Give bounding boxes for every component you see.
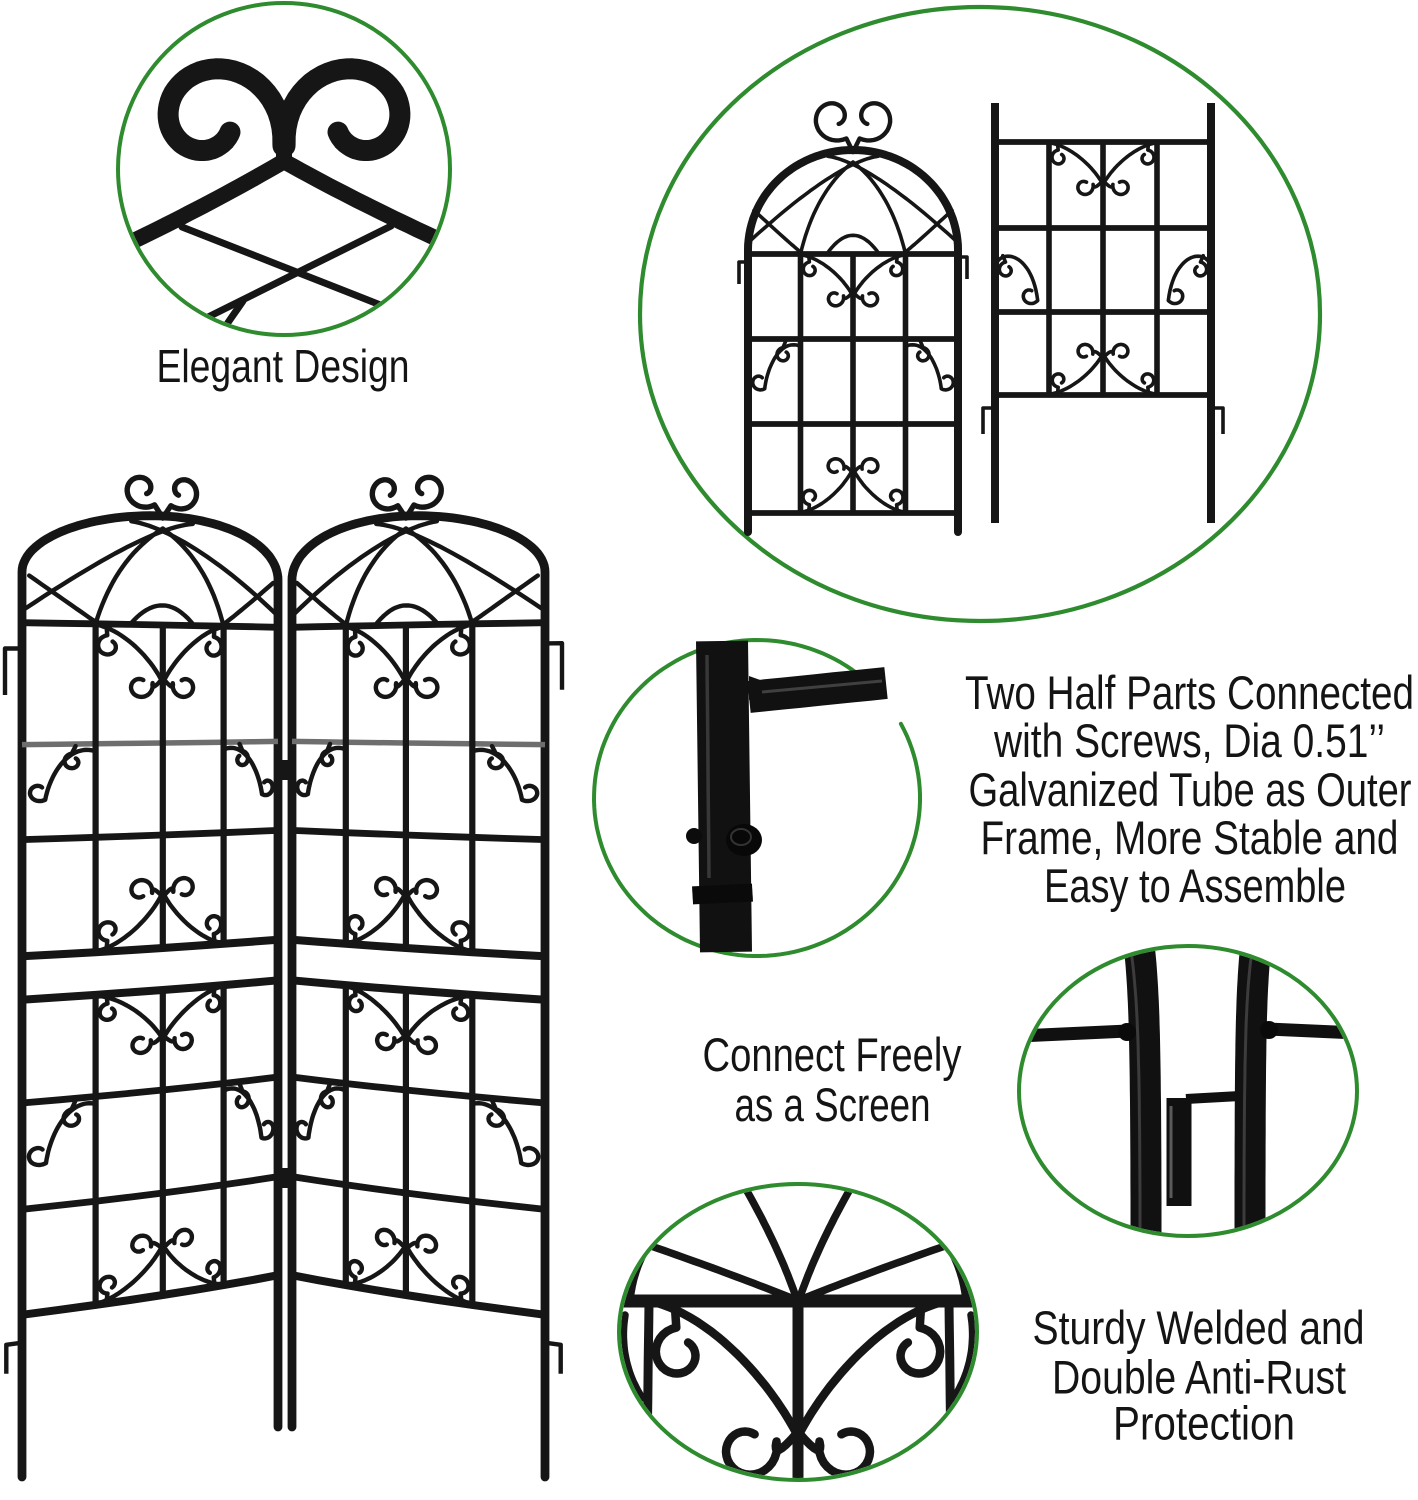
svg-text:Frame, More Stable and: Frame, More Stable and — [981, 811, 1399, 864]
svg-text:Sturdy Welded and: Sturdy Welded and — [1033, 1301, 1365, 1354]
svg-text:Easy to Assemble: Easy to Assemble — [1044, 859, 1346, 912]
svg-text:Two Half Parts Connected: Two Half Parts Connected — [965, 666, 1414, 719]
svg-text:Elegant Design: Elegant Design — [157, 340, 410, 392]
svg-text:with Screws, Dia 0.51’’: with Screws, Dia 0.51’’ — [993, 714, 1385, 767]
svg-text:as a Screen: as a Screen — [735, 1078, 931, 1131]
svg-text:Double Anti-Rust: Double Anti-Rust — [1052, 1351, 1346, 1404]
svg-text:Connect Freely: Connect Freely — [703, 1028, 962, 1081]
svg-text:Protection: Protection — [1113, 1397, 1295, 1450]
svg-text:Galvanized Tube as Outer: Galvanized Tube as Outer — [969, 763, 1412, 816]
